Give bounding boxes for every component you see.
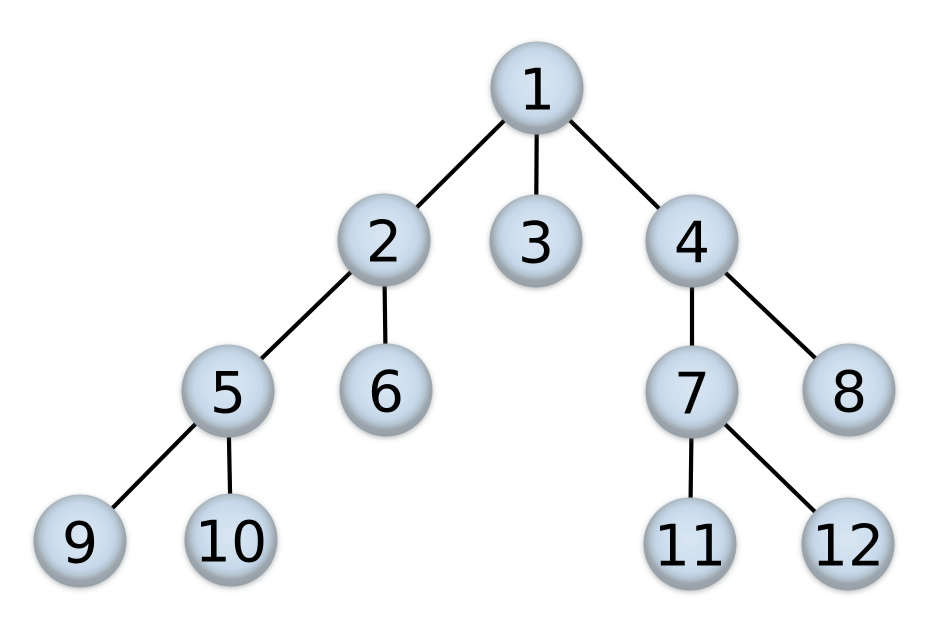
- tree-node-circle-5: [181, 344, 275, 438]
- tree-node-3: 3: [489, 194, 583, 288]
- tree-node-1: 1: [490, 41, 584, 135]
- tree-node-circle-3: [489, 194, 583, 288]
- tree-node-8: 8: [802, 343, 896, 437]
- tree-node-5: 5: [181, 344, 275, 438]
- tree-node-circle-11: [643, 497, 737, 591]
- tree-node-circle-2: [337, 193, 431, 287]
- tree-node-9: 9: [33, 494, 127, 588]
- tree-node-label-12: 12: [812, 513, 885, 579]
- tree-node-11: 11: [643, 497, 737, 591]
- tree-node-label-5: 5: [210, 360, 246, 426]
- tree-node-circle-7: [645, 345, 739, 439]
- tree-node-circle-10: [184, 493, 278, 587]
- tree-node-12: 12: [801, 497, 895, 591]
- tree-node-circle-1: [490, 41, 584, 135]
- edge-layer: [78, 86, 851, 546]
- tree-node-label-3: 3: [518, 210, 554, 276]
- tree-node-label-10: 10: [195, 509, 268, 575]
- tree-node-4: 4: [645, 194, 739, 288]
- tree-node-10: 10: [184, 493, 278, 587]
- tree-node-6: 6: [339, 343, 433, 437]
- tree-node-label-2: 2: [366, 209, 402, 275]
- tree-node-label-6: 6: [368, 359, 404, 425]
- tree-node-label-1: 1: [519, 57, 555, 123]
- tree-node-2: 2: [337, 193, 431, 287]
- tree-node-circle-6: [339, 343, 433, 437]
- tree-node-label-7: 7: [674, 361, 710, 427]
- tree-node-label-4: 4: [674, 210, 710, 276]
- tree-node-circle-9: [33, 494, 127, 588]
- tree-node-circle-8: [802, 343, 896, 437]
- tree-node-label-11: 11: [654, 513, 727, 579]
- tree-node-7: 7: [645, 345, 739, 439]
- tree-node-circle-12: [801, 497, 895, 591]
- tree-node-label-9: 9: [62, 510, 98, 576]
- tree-node-circle-4: [645, 194, 739, 288]
- tree-node-label-8: 8: [831, 359, 867, 425]
